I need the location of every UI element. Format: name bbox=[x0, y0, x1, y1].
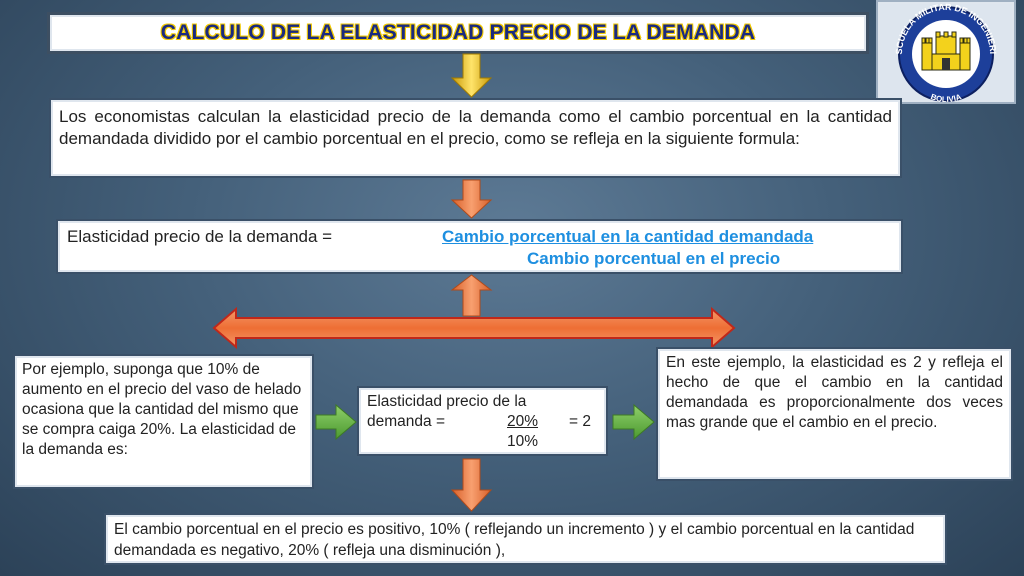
intro-text: Los economistas calculan la elasticidad … bbox=[59, 107, 892, 148]
calculation-label: demanda = bbox=[367, 413, 445, 430]
calculation-line1: Elasticidad precio de la bbox=[367, 393, 527, 410]
arrow-down-icon bbox=[450, 179, 493, 219]
logo-panel: ESCUELA MILITAR DE INGENIERIA BOLIVIA bbox=[875, 0, 1016, 104]
arrow-down-icon bbox=[450, 458, 493, 512]
result-panel: En este ejemplo, la elasticidad es 2 y r… bbox=[656, 347, 1013, 481]
formula-panel: Elasticidad precio de la demanda = Cambi… bbox=[56, 219, 903, 274]
arrow-down-icon bbox=[450, 53, 493, 98]
page-title: CALCULO DE LA ELASTICIDAD PRECIO DE LA D… bbox=[160, 21, 756, 44]
calculation-denominator: 10% bbox=[507, 433, 539, 450]
formula-label: Elasticidad precio de la demanda = bbox=[67, 227, 333, 246]
bottom-panel: El cambio porcentual en el precio es pos… bbox=[104, 513, 947, 565]
arrow-right-icon bbox=[612, 403, 655, 441]
title-banner: CALCULO DE LA ELASTICIDAD PRECIO DE LA D… bbox=[47, 12, 869, 54]
emi-logo-icon: ESCUELA MILITAR DE INGENIERIA BOLIVIA bbox=[875, 0, 998, 104]
calculation-result: = 2 bbox=[569, 413, 591, 430]
example-text: Por ejemplo, suponga que 10% de aumento … bbox=[22, 361, 302, 458]
result-text: En este ejemplo, la elasticidad es 2 y r… bbox=[666, 354, 1003, 431]
example-panel: Por ejemplo, suponga que 10% de aumento … bbox=[13, 354, 314, 489]
bottom-text: El cambio porcentual en el precio es pos… bbox=[114, 521, 915, 559]
svg-text:BOLIVIA: BOLIVIA bbox=[929, 92, 962, 102]
arrow-up-icon bbox=[450, 274, 493, 317]
arrow-right-icon bbox=[315, 403, 357, 441]
double-arrow-icon bbox=[212, 306, 736, 350]
intro-panel: Los economistas calculan la elasticidad … bbox=[49, 98, 902, 178]
calculation-panel: Elasticidad precio de la demanda = 20% =… bbox=[357, 386, 608, 456]
calculation-numerator: 20% bbox=[507, 413, 539, 430]
formula-numerator: Cambio porcentual en la cantidad demanda… bbox=[442, 227, 814, 246]
formula-denominator: Cambio porcentual en el precio bbox=[527, 249, 781, 268]
